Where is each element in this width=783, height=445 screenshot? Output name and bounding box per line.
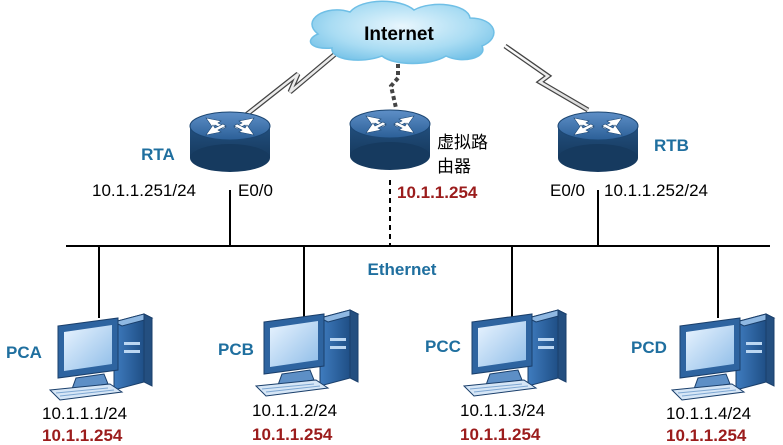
internet-cloud-icon <box>309 0 495 65</box>
virtual-router-name-line2: 由器 <box>437 157 471 177</box>
router-rtb-icon <box>557 111 639 173</box>
pcb-gateway: 10.1.1.254 <box>252 425 333 444</box>
pc-pcd-icon <box>671 313 775 401</box>
virtual-router-ip: 10.1.1.254 <box>397 183 478 202</box>
router-virtual-icon <box>349 109 431 171</box>
rtb-ip: 10.1.1.252/24 <box>604 181 708 200</box>
pcc-gateway: 10.1.1.254 <box>460 425 541 444</box>
pcb-name: PCB <box>218 340 254 359</box>
pcd-ip: 10.1.1.4/24 <box>666 404 751 423</box>
pcc-ip: 10.1.1.3/24 <box>460 401 545 420</box>
pcd-name: PCD <box>631 338 667 357</box>
pcd-gateway: 10.1.1.254 <box>666 426 747 445</box>
ethernet-label: Ethernet <box>368 260 437 279</box>
pca-name: PCA <box>6 343 42 362</box>
rta-name: RTA <box>141 145 175 164</box>
router-rta-icon <box>189 111 271 173</box>
rta-interface: E0/0 <box>238 181 273 200</box>
rtb-name: RTB <box>654 136 689 155</box>
pcc-name: PCC <box>425 337 461 356</box>
pcb-ip: 10.1.1.2/24 <box>252 401 337 420</box>
pc-pca-icon <box>49 313 153 401</box>
virtual-router-name-line1: 虚拟路 <box>437 133 488 153</box>
wan-link-virtual <box>388 50 400 109</box>
pca-ip: 10.1.1.1/24 <box>42 404 127 423</box>
rtb-interface: E0/0 <box>550 181 585 200</box>
internet-label: Internet <box>364 24 434 45</box>
pc-pcc-icon <box>463 309 567 397</box>
pca-gateway: 10.1.1.254 <box>42 426 123 445</box>
rta-ip: 10.1.1.251/24 <box>92 181 196 200</box>
pc-pcb-icon <box>255 309 359 397</box>
